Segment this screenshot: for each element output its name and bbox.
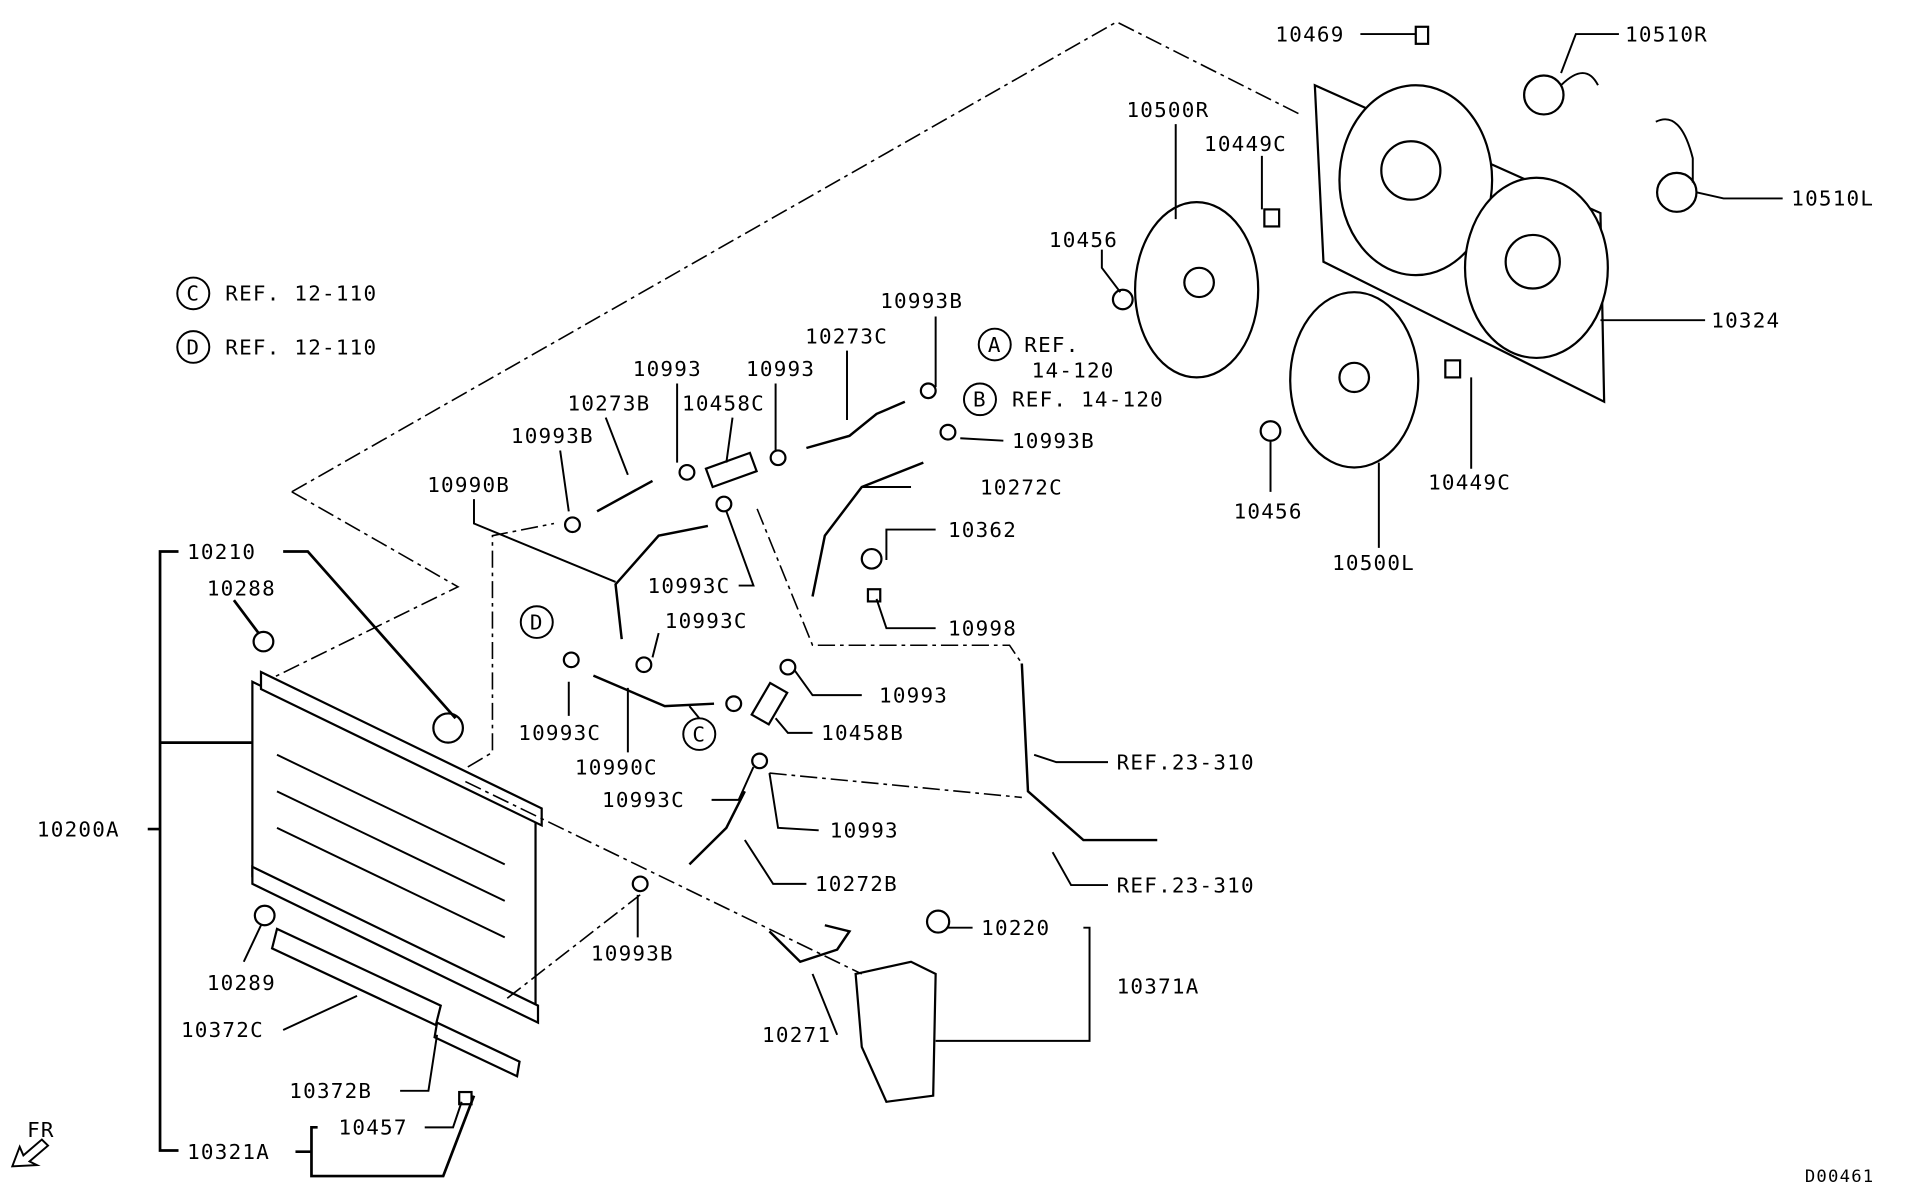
part-10993c-c[interactable]: 10993C (518, 721, 601, 745)
bolt-10469 (1414, 25, 1430, 45)
part-10200a[interactable]: 10200A (37, 817, 120, 841)
joint-10458c (704, 451, 759, 489)
part-10990b[interactable]: 10990B (427, 473, 510, 497)
part-10273b[interactable]: 10273B (568, 391, 651, 415)
part-10372b[interactable]: 10372B (289, 1079, 372, 1103)
part-10210[interactable]: 10210 (187, 540, 256, 564)
part-10998[interactable]: 10998 (948, 617, 1017, 641)
part-10993b-d[interactable]: 10993B (591, 942, 674, 966)
tank-cap (925, 909, 951, 934)
fan-10500l (1289, 291, 1420, 469)
grommet-upper (252, 630, 275, 653)
part-10500r[interactable]: 10500R (1126, 98, 1209, 122)
part-10510l[interactable]: 10510L (1791, 187, 1874, 211)
part-10362[interactable]: 10362 (948, 518, 1017, 542)
hoses (592, 400, 1158, 1103)
ref-b-circle-label: B (973, 388, 987, 412)
part-10458c[interactable]: 10458C (682, 391, 765, 415)
part-10273c[interactable]: 10273C (805, 324, 888, 348)
assembly-outline (264, 21, 1303, 683)
seal-10372b (433, 1021, 521, 1078)
part-10371a[interactable]: 10371A (1117, 975, 1200, 999)
ref-d-circle-label: D (186, 335, 200, 359)
part-10220[interactable]: 10220 (981, 916, 1050, 940)
fan-motor-l (1655, 118, 1698, 213)
part-10993-a[interactable]: 10993 (633, 357, 702, 381)
part-callouts: 10469 10510R 10500R 10449C 10510L 10456 … (37, 22, 1874, 1164)
bolt-10449c (1263, 208, 1281, 228)
part-10458b[interactable]: 10458B (821, 721, 904, 745)
ref-23-310-a[interactable]: REF.23-310 (1117, 751, 1255, 775)
fan-shroud (1313, 83, 1609, 404)
fan-motor-r (1523, 72, 1599, 116)
part-10469[interactable]: 10469 (1275, 22, 1344, 46)
part-10372c[interactable]: 10372C (181, 1018, 264, 1042)
part-10993-b[interactable]: 10993 (746, 357, 815, 381)
ref-d-legend: D REF. 12-110 (176, 330, 377, 364)
part-10993c-d[interactable]: 10993C (602, 788, 685, 812)
ref-c-circle-label: C (186, 282, 200, 306)
joint-10458b (750, 681, 789, 726)
ref-23-310-b[interactable]: REF.23-310 (1117, 873, 1255, 897)
radiator (251, 630, 543, 1078)
part-10272c[interactable]: 10272C (980, 475, 1063, 499)
nut-10456-b (1259, 420, 1282, 442)
part-10449c-lower[interactable]: 10449C (1428, 471, 1511, 495)
ref-d-text[interactable]: REF. 12-110 (225, 335, 377, 359)
nut-10456 (1111, 288, 1134, 311)
part-10993c-a[interactable]: 10993C (648, 574, 731, 598)
ref-d-circle: D (530, 611, 544, 635)
clamps (458, 382, 957, 1106)
ref-c-circle: C (692, 723, 706, 747)
part-10993b-b[interactable]: 10993B (1012, 429, 1095, 453)
ref-c-text[interactable]: REF. 12-110 (225, 282, 377, 306)
part-10500l[interactable]: 10500L (1332, 551, 1415, 575)
part-10993b-a[interactable]: 10993B (880, 289, 963, 313)
bolt-10449c-b (1444, 359, 1462, 379)
part-10289[interactable]: 10289 (207, 971, 276, 995)
leader-lines (147, 33, 1783, 1178)
grommet-lower (253, 904, 276, 927)
part-10993c-b[interactable]: 10993C (665, 609, 748, 633)
ref-a-text-2[interactable]: 14-120 (1032, 359, 1115, 383)
part-10321a[interactable]: 10321A (187, 1140, 270, 1164)
fan-10500r (1133, 200, 1260, 379)
ref-a-circle-label: A (988, 333, 1002, 357)
part-10993-c[interactable]: 10993 (879, 684, 948, 708)
ref-b-text[interactable]: REF. 14-120 (1012, 388, 1164, 412)
reserve-tank (854, 960, 937, 1103)
part-10510r[interactable]: 10510R (1625, 22, 1708, 46)
part-10990c[interactable]: 10990C (575, 755, 658, 779)
ref-a-text-1[interactable]: REF. (1024, 333, 1079, 357)
ref-c-legend: C REF. 12-110 (176, 276, 377, 311)
part-10457[interactable]: 10457 (339, 1116, 408, 1140)
part-10993b-c[interactable]: 10993B (511, 424, 594, 448)
part-10456-upper[interactable]: 10456 (1049, 228, 1118, 252)
radiator-cap (432, 712, 465, 744)
front-arrow-icon (10, 1138, 50, 1168)
part-10288[interactable]: 10288 (207, 576, 276, 600)
part-10271[interactable]: 10271 (762, 1023, 831, 1047)
diagram-code: D00461 (1805, 1167, 1875, 1187)
part-10993-d[interactable]: 10993 (830, 819, 899, 843)
front-marker-label: FR (27, 1118, 55, 1142)
part-10456-lower[interactable]: 10456 (1234, 500, 1303, 524)
part-10272b[interactable]: 10272B (815, 872, 898, 896)
part-10324[interactable]: 10324 (1711, 309, 1780, 333)
part-10449c-upper[interactable]: 10449C (1204, 132, 1287, 156)
